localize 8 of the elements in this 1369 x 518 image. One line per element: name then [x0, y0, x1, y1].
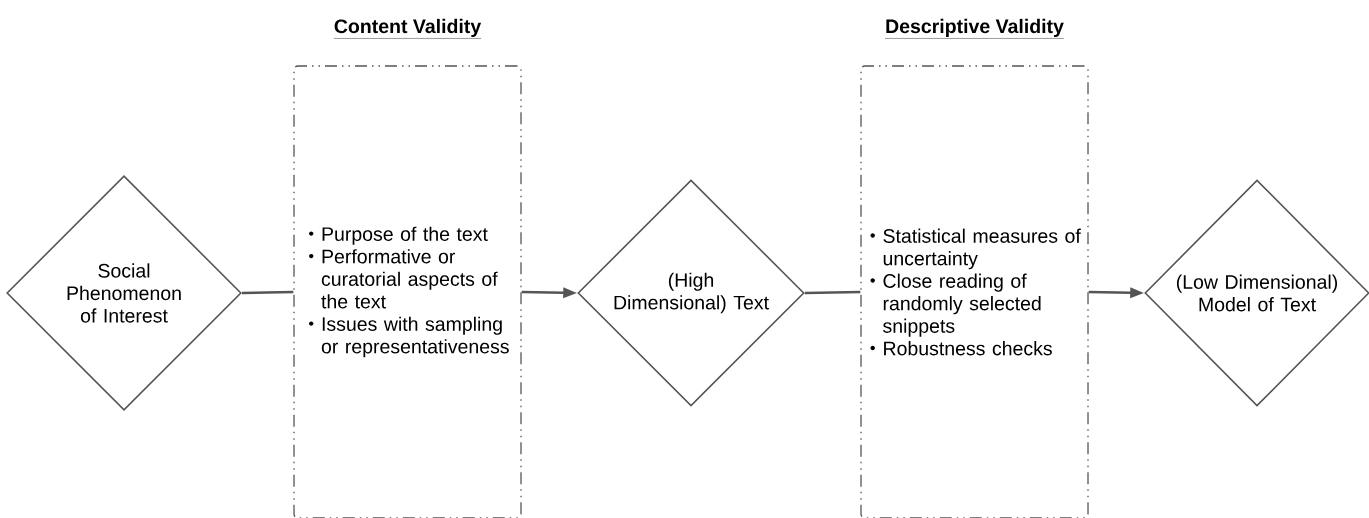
bullet-item: Performative or curatorial aspects of the text [309, 249, 498, 309]
bullet-item: Close reading of randomly selected snippets [870, 273, 1041, 337]
bullet-item: Robustness checks [870, 341, 1052, 356]
heading: Content Validity [333, 18, 482, 39]
bullet-item: Purpose of the text [309, 226, 488, 245]
bullet-item: Statistical measures of uncertainty [870, 228, 1081, 270]
heading: Descriptive Validity [884, 18, 1065, 39]
bullet-item: Issues with sampling or representativeness [309, 316, 509, 358]
